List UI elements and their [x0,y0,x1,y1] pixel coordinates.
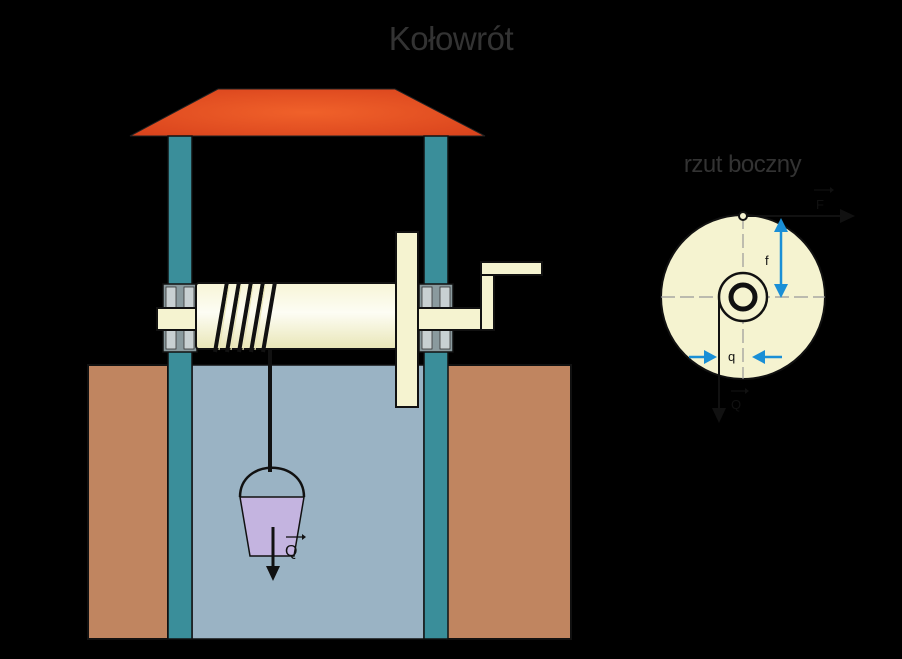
force-arrow-f: F [747,187,855,223]
vector-f-label: F [816,197,824,212]
force-arrow-q-main: Q [266,527,306,581]
post-right [423,135,449,640]
ground-left [87,364,169,640]
diagram-title: Kołowrót [388,20,514,57]
well-shaft [87,364,572,640]
dimension-q: q [689,349,782,364]
post-left [167,135,193,640]
vector-q-label: Q [285,543,297,560]
axle-left [156,307,198,331]
axle-ring-outer [717,271,769,323]
dimension-f-label: f [765,253,769,268]
ground-right [446,364,572,640]
pivot-point [738,211,748,221]
rope-coils [213,281,277,353]
water-column [191,364,425,640]
side-view-title: rzut boczny [683,151,802,178]
axle-ring-inner [728,282,758,312]
dimension-f: f [765,218,788,298]
side-view: F Q f q [660,187,855,423]
force-arrow-q-side: Q [712,297,749,423]
roof [129,88,486,137]
crank-disc [395,231,419,408]
vector-q-side-label: Q [731,397,741,412]
crank-handle [480,261,543,276]
dimension-q-label: q [728,349,735,364]
bucket [238,466,306,557]
